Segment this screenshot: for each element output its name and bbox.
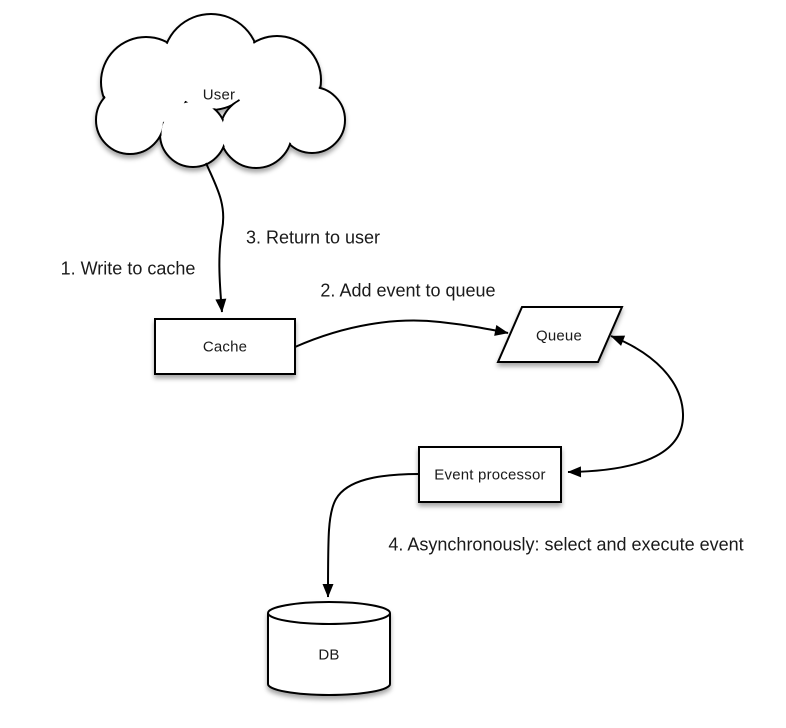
db-label: DB <box>318 646 340 664</box>
db-cylinder <box>267 601 391 696</box>
cloud-fill <box>161 102 225 166</box>
queue-label: Queue <box>535 327 583 345</box>
user-cloud-label: User <box>202 86 236 104</box>
cache-box-label: Cache <box>202 338 248 356</box>
step-label-return-to-user: 3. Return to user <box>245 227 381 248</box>
step-label-async-select-execute: 4. Asynchronously: select and execute ev… <box>388 534 744 555</box>
edge-event-processor-to-db <box>322 473 420 598</box>
db-cylinder-top <box>267 601 391 625</box>
step-label-write-to-cache: 1. Write to cache <box>60 258 196 279</box>
cloud-fill <box>164 15 258 109</box>
cloud-fill <box>280 88 344 152</box>
cloud-fill <box>97 87 163 153</box>
step-label-add-event-to-queue: 2. Add event to queue <box>320 280 496 301</box>
cloud-fill <box>221 97 291 167</box>
edge-cache-to-queue <box>294 319 509 348</box>
queue-parallelogram <box>496 306 624 363</box>
user-cloud-shape <box>95 13 346 169</box>
event-processor-box <box>418 446 562 503</box>
edge-user-to-cache <box>205 162 227 313</box>
db-cylinder-sides <box>267 613 391 684</box>
cache-box <box>154 318 296 375</box>
event-processor-label: Event processor <box>434 466 546 484</box>
edge-queue-event-processor <box>567 335 685 478</box>
